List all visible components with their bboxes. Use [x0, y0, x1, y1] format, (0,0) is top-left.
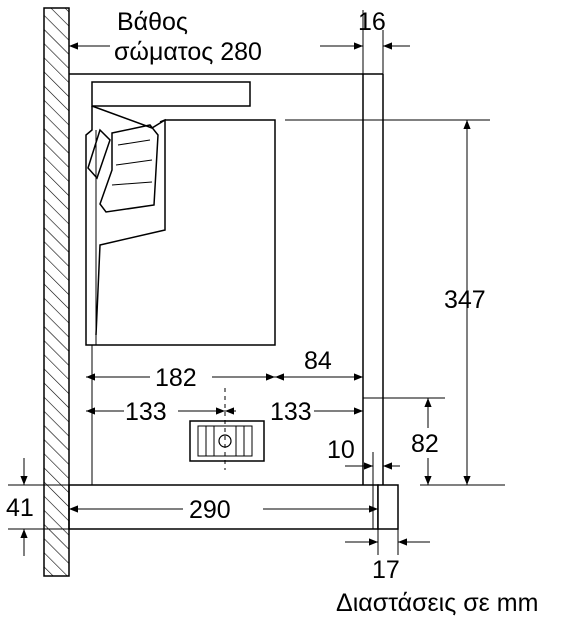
dim-290-label: 290	[189, 496, 231, 524]
dim-133-right-label: 133	[270, 398, 312, 426]
dim-41-label: 41	[6, 494, 34, 522]
dim-347	[285, 119, 505, 486]
units-note: Διαστάσεις σε mm	[336, 589, 538, 617]
body-depth-label-line1: Βάθος	[117, 8, 188, 36]
dim-347-label: 347	[444, 286, 486, 314]
dim-41	[8, 458, 69, 556]
dim-17-label: 17	[372, 556, 400, 584]
body-depth-label-line2: σώματος 280	[114, 38, 262, 66]
hood-bottom-panel	[68, 484, 399, 530]
cabinet-body	[69, 73, 384, 485]
dim-16-label: 16	[358, 8, 386, 36]
dim-body-depth	[69, 10, 384, 74]
wall	[43, 7, 70, 577]
dim-84-label: 84	[304, 347, 332, 375]
dim-82-label: 82	[411, 430, 439, 458]
dim-133-left-label: 133	[125, 398, 167, 426]
outlet-connector	[189, 388, 265, 470]
dim-10	[345, 452, 400, 485]
dim-17	[345, 529, 430, 555]
dim-82	[363, 397, 445, 485]
hood-body	[85, 81, 276, 485]
dim-10-label: 10	[327, 436, 355, 464]
dim-182-label: 182	[155, 364, 197, 392]
